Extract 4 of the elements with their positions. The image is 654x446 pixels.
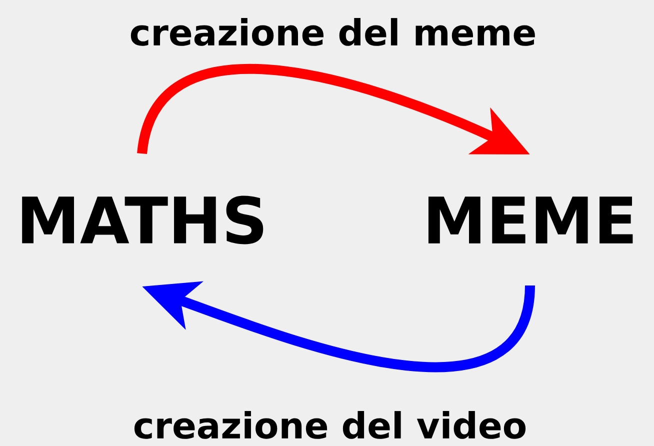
node-label: MATHS (22, 196, 264, 244)
edge-label: creazione del meme (128, 17, 538, 47)
node-label: MEME (428, 196, 633, 244)
edge-label: creazione del video (132, 410, 528, 440)
